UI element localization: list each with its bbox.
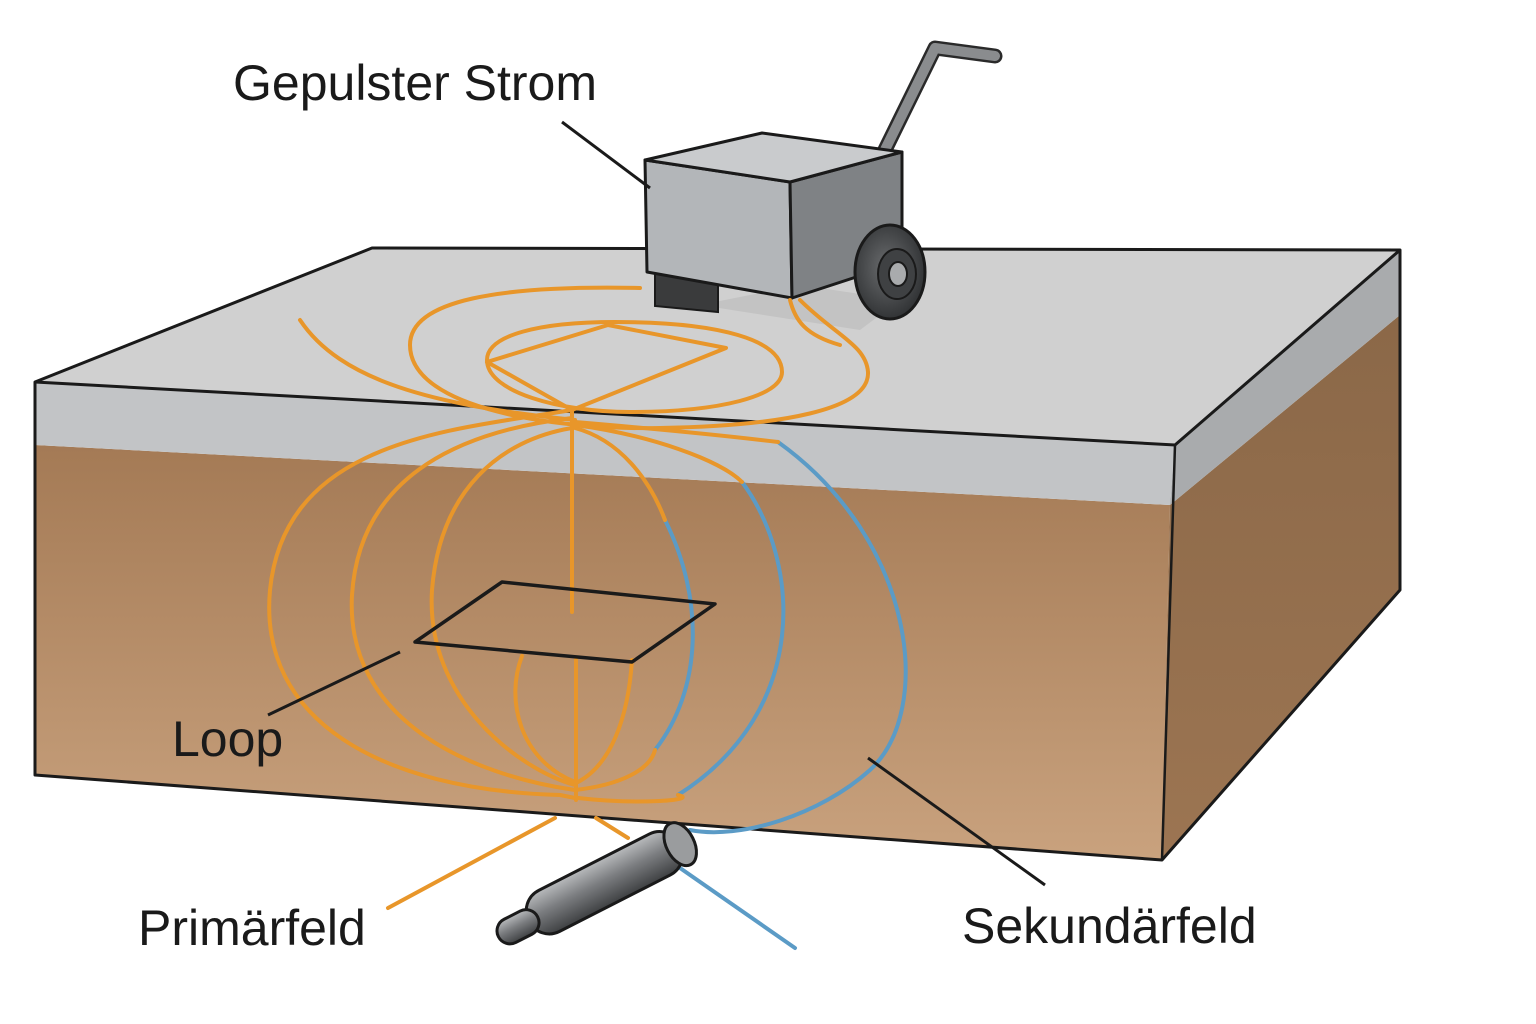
leader-lines	[267, 120, 1046, 887]
primary-field-lobe-right	[576, 658, 634, 784]
label-secondary-field: Sekundärfeld	[962, 898, 1257, 954]
pipe-nozzle	[495, 908, 541, 946]
primary-field-feed	[788, 298, 842, 347]
primary-field-loop-8	[298, 318, 577, 422]
pipe-end	[662, 821, 698, 868]
secondary-field-line-outer	[688, 440, 908, 835]
ground-block	[33, 246, 1402, 862]
label-primary-field: Primärfeld	[138, 900, 366, 956]
label-pulsed-current: Gepulster Strom	[233, 55, 597, 111]
transmitter-cart-icon	[643, 40, 1003, 330]
primary-field-loop-5	[573, 426, 667, 522]
leader-pulsed-current	[561, 120, 651, 190]
cart-handle	[872, 40, 1003, 168]
leader-loop	[267, 650, 401, 717]
label-loop: Loop	[172, 711, 283, 767]
buried-pipe-icon	[495, 821, 698, 946]
ground-outline	[33, 246, 1402, 862]
primary-field-surface-loop-outer	[408, 285, 871, 431]
primary-field-ray	[386, 816, 557, 910]
primary-field-loop-6	[573, 423, 744, 484]
soil-front-face	[35, 445, 1170, 860]
cart-shadow	[700, 285, 900, 330]
cart-wheel-hub	[888, 261, 908, 287]
cart-box-top	[643, 131, 904, 184]
primary-field-surface-loop-inner	[485, 320, 784, 414]
surface-side-edge	[1170, 250, 1400, 505]
primary-field-loop-1	[267, 408, 577, 800]
primary-field-loop-3	[349, 416, 657, 792]
primary-field-loop-4	[429, 426, 577, 787]
secondary-field-line-inner	[653, 518, 695, 752]
secondary-field-ray	[678, 866, 797, 950]
secondary-field-line-middle	[676, 480, 786, 797]
primary-field-ray-2	[594, 816, 630, 840]
buried-loop	[413, 580, 717, 664]
cart-handle-fill	[875, 43, 1000, 165]
secondary-field-lines	[653, 440, 908, 950]
primary-field-loop-7	[573, 420, 780, 444]
surface-coil	[485, 323, 728, 412]
leader-secondary-field	[867, 756, 1046, 887]
primary-field-lines	[267, 285, 871, 910]
soil-side-face	[1162, 315, 1400, 860]
ground-corner-line	[1160, 444, 1177, 861]
primary-field-loop-2	[576, 793, 685, 804]
primary-field-lobe-left	[513, 654, 577, 784]
